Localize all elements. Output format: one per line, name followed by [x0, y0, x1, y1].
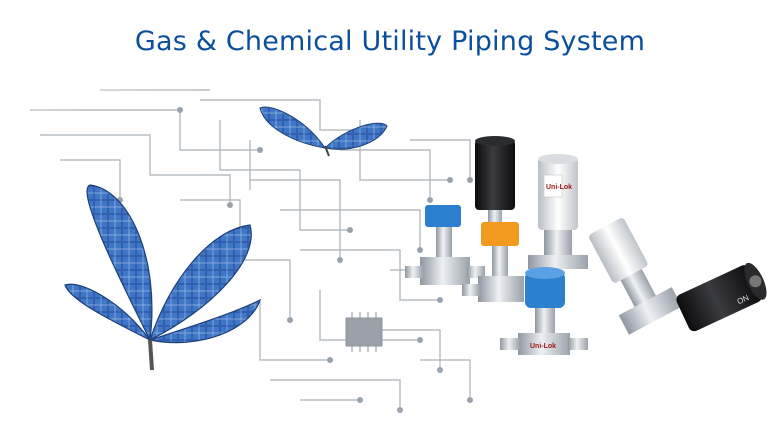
brand-label-2: Uni-Lok: [530, 343, 556, 350]
pneumatic-valve-icon: [589, 218, 683, 335]
valve-products: Uni-Lok Uni-Lok: [405, 136, 767, 355]
brand-label: Uni-Lok: [546, 184, 572, 191]
diaphragm-valve-icon: Uni-Lok: [500, 267, 588, 355]
butterfly-icon: [64, 184, 262, 371]
page-title: Gas & Chemical Utility Piping System: [134, 26, 646, 57]
diaphragm-valve-icon: [462, 222, 524, 302]
butterfly-icon: [259, 106, 388, 157]
pneumatic-valve-icon: Uni-Lok: [528, 154, 588, 269]
pneumatic-valve-icon: ON: [676, 262, 767, 332]
diaphragm-valve-icon: [405, 205, 485, 285]
